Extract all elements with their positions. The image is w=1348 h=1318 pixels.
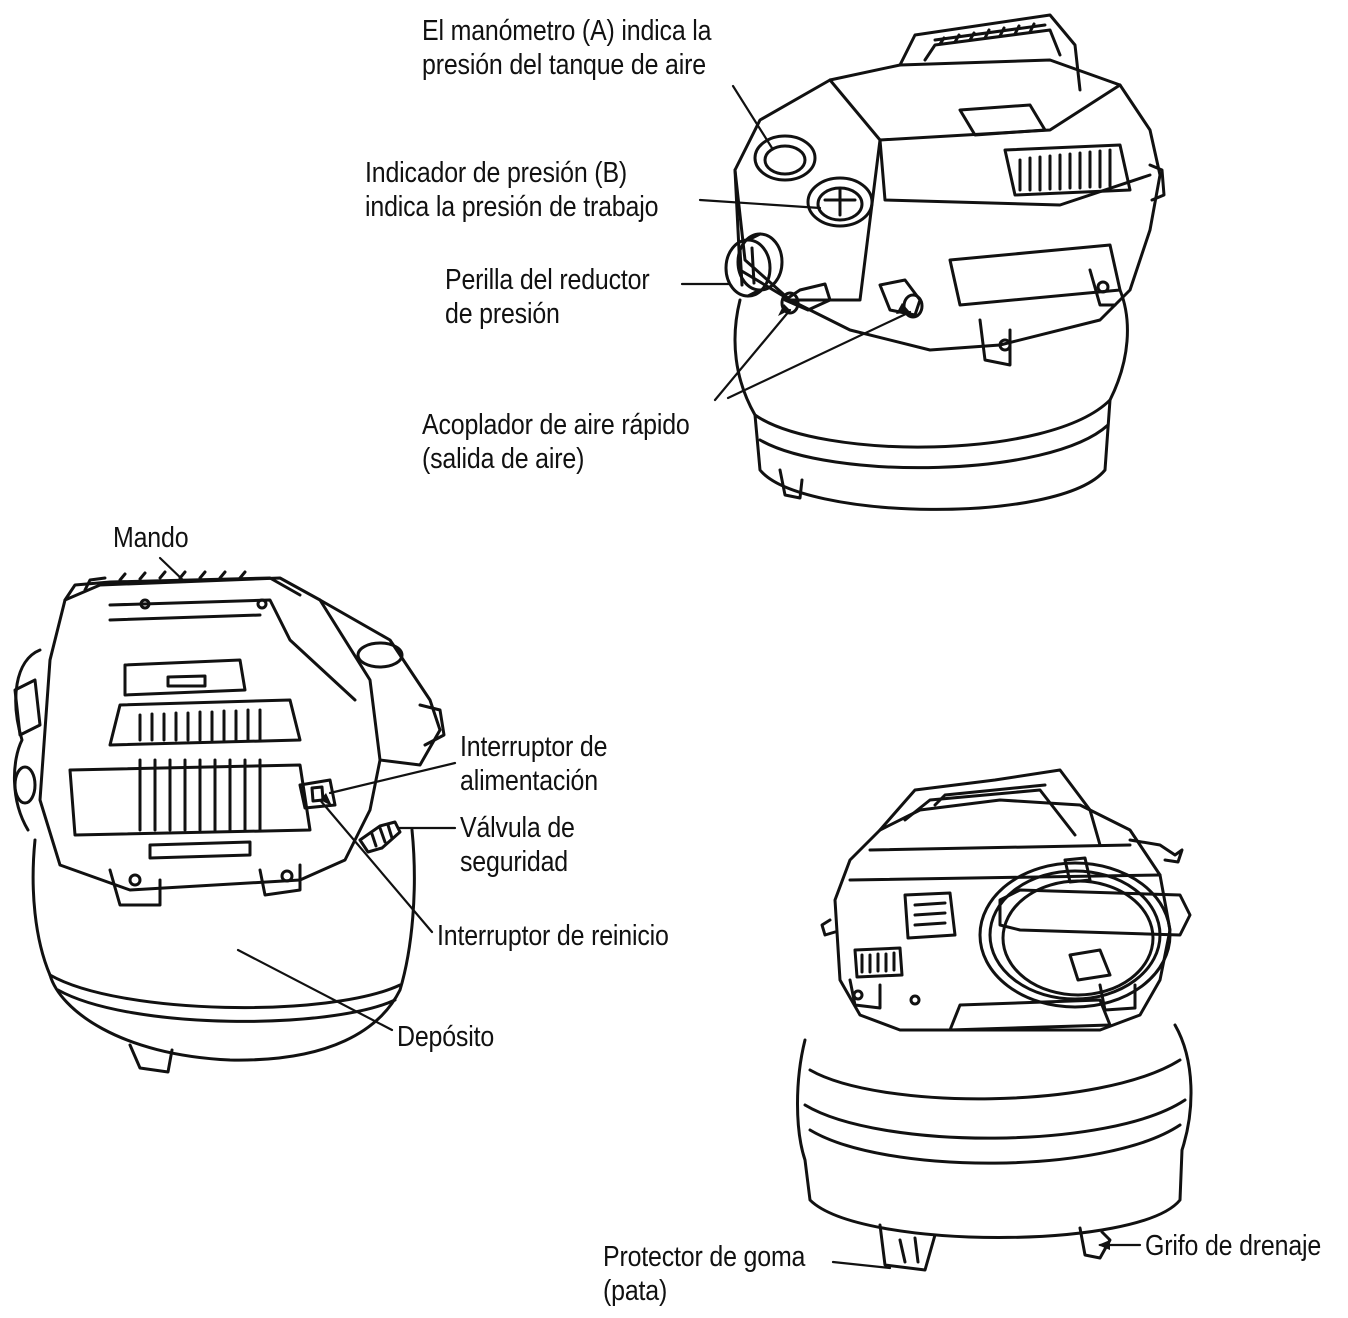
gauge-panel [735, 136, 880, 300]
leader-indicador [700, 200, 820, 208]
label-perilla-line2: de presión [445, 297, 650, 331]
label-mando: Mando [113, 521, 188, 555]
label-deposito: Depósito [397, 1020, 494, 1054]
label-valvula: Válvula de seguridad [460, 811, 575, 879]
handle-back [880, 770, 1100, 845]
label-interruptor-alimentacion: Interruptor de alimentación [460, 730, 607, 798]
label-reinicio: Interruptor de reinicio [437, 919, 669, 953]
label-protector-line2: (pata) [603, 1274, 805, 1308]
label-acoplador: Acoplador de aire rápido (salida de aire… [422, 408, 690, 476]
motor-housing-side [40, 578, 380, 905]
leader-mando [160, 558, 185, 582]
label-grifo: Grifo de drenaje [1145, 1229, 1321, 1263]
leader-lines [160, 86, 1140, 1268]
label-manometro: El manómetro (A) indica la presión del t… [422, 14, 711, 82]
label-deposito-text: Depósito [397, 1020, 494, 1054]
label-perilla: Perilla del reductor de presión [445, 263, 650, 331]
leader-interruptor [330, 763, 455, 793]
label-valvula-line1: Válvula de [460, 811, 575, 845]
motor-housing-front [735, 60, 1160, 365]
handle-front [900, 15, 1080, 90]
compressor-back-view [798, 770, 1192, 1270]
label-acoplador-line2: (salida de aire) [422, 442, 690, 476]
label-indicador: Indicador de presión (B) indica la presi… [365, 156, 658, 224]
label-acoplador-line1: Acoplador de aire rápido [422, 408, 690, 442]
tank-side [33, 830, 414, 1072]
label-protector-line1: Protector de goma [603, 1240, 805, 1274]
label-perilla-line1: Perilla del reductor [445, 263, 650, 297]
label-reinicio-text: Interruptor de reinicio [437, 919, 669, 953]
cord-wrap-left [14, 650, 40, 830]
tank-back [798, 1025, 1192, 1270]
side-panel-right [320, 600, 444, 765]
label-interruptor-line1: Interruptor de [460, 730, 607, 764]
label-mando-text: Mando [113, 521, 188, 555]
compressor-side-view [14, 572, 444, 1072]
label-grifo-text: Grifo de drenaje [1145, 1229, 1321, 1263]
safety-valve [360, 822, 400, 852]
label-manometro-line1: El manómetro (A) indica la [422, 14, 711, 48]
leader-acoplador-2 [728, 312, 910, 398]
compressor-front-view [726, 15, 1164, 509]
label-indicador-line1: Indicador de presión (B) [365, 156, 658, 190]
motor-housing-back [822, 800, 1170, 1030]
tank-front [735, 290, 1127, 509]
label-interruptor-line2: alimentación [460, 764, 607, 798]
label-manometro-line2: presión del tanque de aire [422, 48, 711, 82]
label-valvula-line2: seguridad [460, 845, 575, 879]
label-protector: Protector de goma (pata) [603, 1240, 805, 1308]
leader-protector [833, 1262, 890, 1268]
label-indicador-line2: indica la presión de trabajo [365, 190, 658, 224]
